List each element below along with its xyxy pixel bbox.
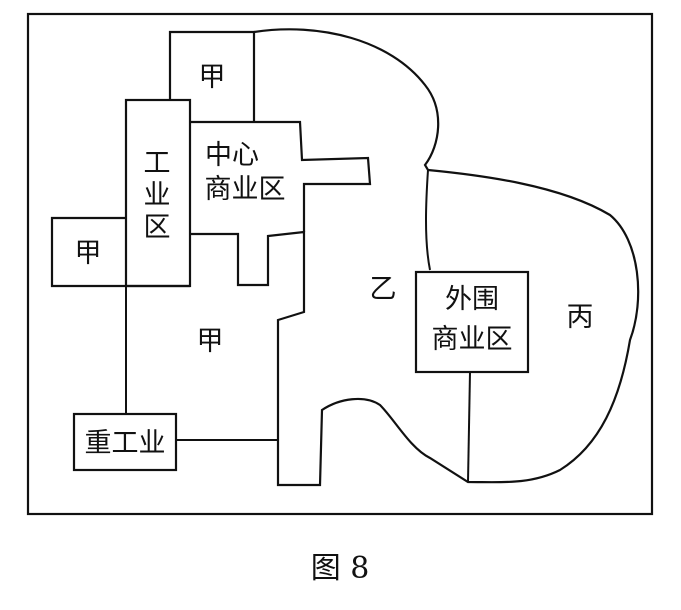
yi-region-boundary <box>190 28 640 487</box>
label-outer-line1: 外围 <box>445 284 499 315</box>
label-industrial-1: 工 <box>144 148 171 179</box>
label-outer-line2: 商业区 <box>432 324 513 355</box>
map-frame <box>26 12 654 516</box>
label-bing: 丙 <box>567 302 594 333</box>
yi-bing-divider <box>425 169 431 271</box>
cbd-region-boundary <box>190 120 372 232</box>
heavy-industry-box <box>72 412 178 472</box>
jia-left-block <box>50 216 190 288</box>
label-cbd-line1: 中心 <box>205 140 259 171</box>
label-industrial-2: 业 <box>144 180 171 211</box>
label-jia-left: 甲 <box>75 238 102 269</box>
label-jia-top: 甲 <box>199 62 226 93</box>
figure-caption: 图 8 <box>311 551 370 586</box>
label-heavy-industry: 重工业 <box>85 428 166 459</box>
label-jia-center: 甲 <box>197 326 224 357</box>
outer-to-bottom-divider <box>467 371 471 483</box>
label-cbd-line2: 商业区 <box>205 174 286 205</box>
label-yi: 乙 <box>370 274 397 305</box>
jia-top-block <box>168 30 256 122</box>
outer-commercial-box <box>414 270 530 374</box>
label-industrial-3: 区 <box>144 212 171 243</box>
